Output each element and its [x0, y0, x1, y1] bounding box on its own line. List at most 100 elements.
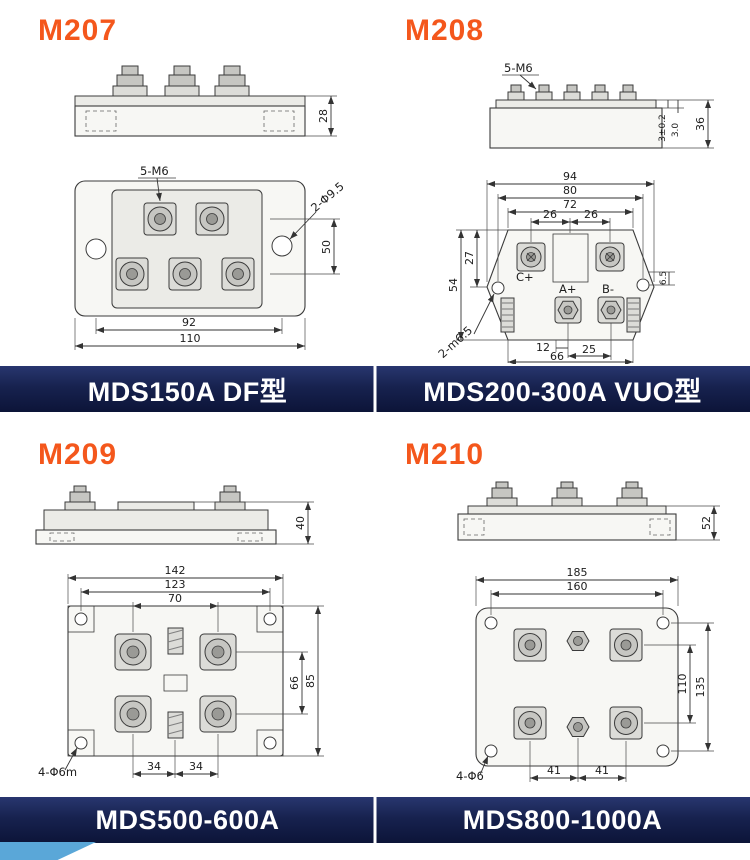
- dim-66: 66: [236, 651, 308, 715]
- terminal-bolt: [616, 481, 648, 507]
- screw-terminal: [516, 242, 546, 272]
- dim-overall-width: 110: [74, 318, 306, 350]
- ribbon-accent: [0, 842, 96, 860]
- terminal-bolt: [214, 65, 250, 97]
- center-block: [552, 233, 589, 283]
- mounting-hole: [271, 235, 293, 257]
- m210-top-view: 185 160 110 135: [456, 566, 714, 783]
- m208-dim-94: 94: [563, 170, 577, 183]
- m209-hole-label: 4-Φ6m: [38, 765, 77, 779]
- module-top-plate: [495, 99, 657, 109]
- banner-bottom-right-label: MDS800-1000A: [462, 804, 663, 835]
- banner-bottom: MDS500-600A MDS800-1000A: [0, 797, 750, 843]
- mounting-hole: [491, 281, 505, 295]
- screw-terminal: [115, 257, 149, 291]
- m208-dim-66: 66: [550, 350, 564, 363]
- dim-85: 85: [283, 605, 324, 757]
- side-connector-strip: [500, 297, 515, 333]
- screw-terminal: [114, 695, 152, 733]
- screw-terminal: [595, 242, 625, 272]
- label-screws: 5-M6: [502, 61, 539, 90]
- dim-123: 123: [80, 578, 271, 611]
- m208-drawing: 5-M6 3±0.2 3.0: [435, 61, 714, 364]
- banner-top-left-label: MDS150A DF型: [87, 376, 288, 407]
- m208-dim-26-left: 26: [543, 208, 557, 221]
- m209-dim-70: 70: [168, 592, 182, 605]
- m207-hole-label: 2-Φ9.5: [308, 179, 347, 215]
- screw-terminal: [221, 257, 255, 291]
- hex-terminal: [566, 717, 590, 737]
- screw-terminal: [513, 706, 547, 740]
- dim-height: 52: [666, 505, 720, 541]
- module-housing: [43, 509, 269, 531]
- m208-screw-label: 5-M6: [504, 61, 533, 75]
- m209-dim-142: 142: [165, 564, 186, 577]
- dim-34-34: 34 34: [132, 734, 219, 778]
- module-base: [489, 107, 663, 149]
- banner-divider: [373, 366, 377, 412]
- m208-dim-6-5: 6.5: [659, 271, 669, 285]
- dim-54: 54: [447, 229, 508, 341]
- module-base: [74, 105, 306, 137]
- raised-center: [117, 501, 195, 511]
- mounting-hole: [74, 736, 88, 750]
- banner-bottom-left-label: MDS500-600A: [95, 804, 280, 835]
- m208-dim-26-right: 26: [584, 208, 598, 221]
- dim-135: 135: [671, 622, 714, 752]
- m207-side-view: 28: [74, 65, 337, 137]
- m208-side-view: 5-M6 3±0.2 3.0: [489, 61, 714, 149]
- m208-dim-25: 25: [582, 343, 596, 356]
- mounting-hole: [656, 744, 670, 758]
- label-holes: 4-Φ6m: [38, 747, 78, 779]
- m208-terminal-c-label: C+: [516, 270, 534, 284]
- dim-height: 40: [194, 501, 314, 545]
- m209-drawing: 40: [35, 485, 324, 779]
- dim-height: 36: [662, 100, 714, 149]
- dim-row-spacing: 50: [270, 218, 340, 275]
- creepage-slot: [167, 627, 184, 655]
- m209-dim-40: 40: [294, 516, 307, 530]
- mounting-hole: [636, 278, 650, 292]
- m209-title: M209: [38, 438, 118, 471]
- label-holes: 2-m6.5: [435, 293, 495, 361]
- label-holes: 4-Φ6: [456, 755, 489, 783]
- m210-dim-135: 135: [694, 677, 707, 698]
- module-top-plate: [74, 95, 306, 107]
- m210-title: M210: [405, 438, 485, 471]
- m207-dim-92: 92: [182, 316, 196, 329]
- m208-dim-72: 72: [563, 198, 577, 211]
- module-base: [457, 513, 677, 541]
- screw-terminal: [609, 628, 643, 662]
- terminal-bolt: [551, 481, 583, 507]
- screw-terminal: [513, 628, 547, 662]
- m210-dim-52: 52: [700, 516, 713, 530]
- m208-dim-12: 12: [536, 341, 550, 354]
- m208-terminal-b-label: B-: [602, 282, 614, 296]
- dim-hole-spacing: 92: [95, 316, 283, 334]
- m209-side-view: 40: [35, 485, 314, 545]
- dim-142: 142: [67, 564, 284, 604]
- m210-dim-41-right: 41: [595, 764, 609, 777]
- m209-dim-85: 85: [304, 674, 317, 688]
- center-mark: [163, 674, 188, 692]
- label-screws: 5-M6: [138, 164, 176, 202]
- screw-terminal: [199, 695, 237, 733]
- dim-26-26: 26 26: [530, 208, 611, 242]
- banner-top-right-label: MDS200-300A VUO型: [423, 376, 702, 407]
- dim-160: 160: [490, 580, 664, 615]
- dim-plate: 3±0.2 3.0: [656, 99, 714, 142]
- mounting-hole: [484, 744, 498, 758]
- m210-drawing: 52: [456, 481, 720, 783]
- dim-27: 27: [463, 230, 487, 288]
- m208-top-view: C+ A+ B- 94 80 72: [435, 170, 675, 364]
- m207-drawing: 28 5-M6: [74, 65, 347, 350]
- m207-dim-28: 28: [317, 109, 330, 123]
- dim-70: 70: [132, 592, 219, 632]
- mounting-hole: [74, 612, 88, 626]
- m210-side-view: 52: [457, 481, 720, 541]
- m210-dim-110: 110: [676, 674, 689, 695]
- screw-terminal: [143, 202, 177, 236]
- m210-dim-160: 160: [567, 580, 588, 593]
- mounting-hole: [656, 616, 670, 630]
